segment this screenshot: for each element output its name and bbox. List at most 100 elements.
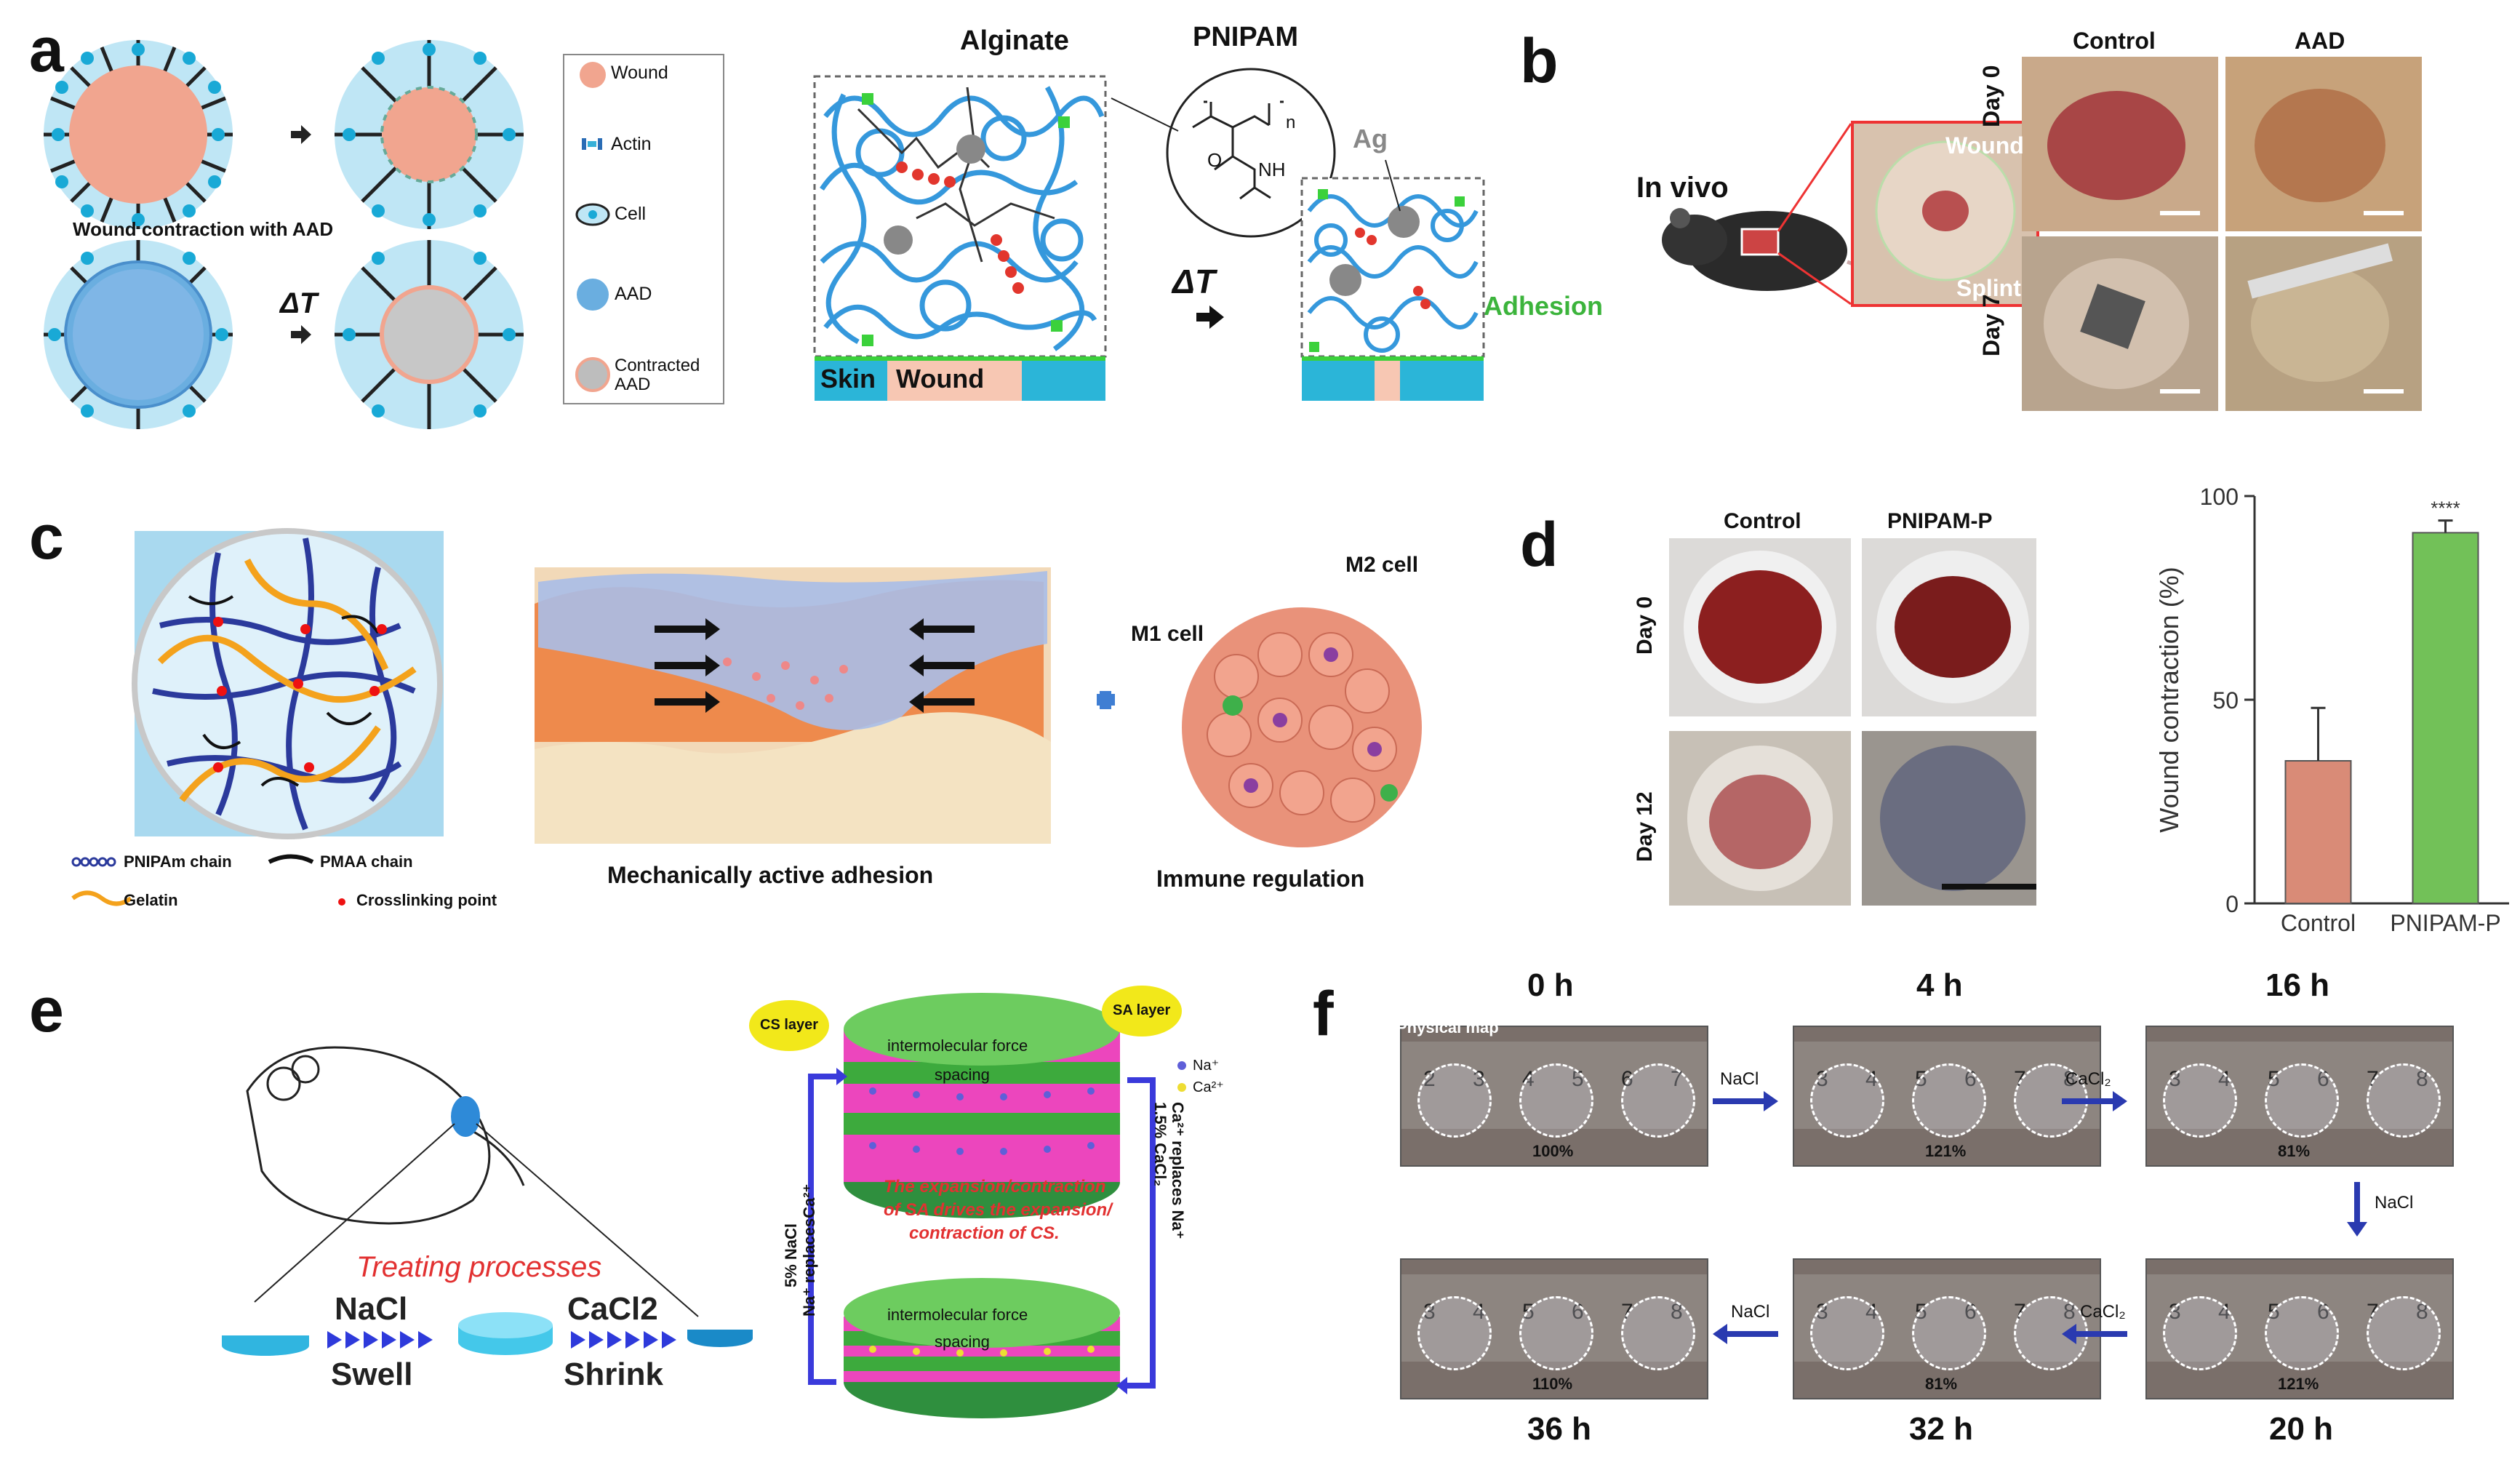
b-photo-control-day7 bbox=[2022, 236, 2218, 411]
arrow-right-icon bbox=[291, 325, 311, 344]
sample-disk bbox=[2163, 1063, 2237, 1138]
cylinder-contracted bbox=[844, 1278, 1120, 1418]
d-photo-control-day0 bbox=[1669, 538, 1851, 716]
area-percentage: 81% bbox=[2278, 1142, 2311, 1160]
significance-marker: **** bbox=[2431, 498, 2460, 519]
error-bar bbox=[2438, 519, 2453, 533]
e-cacl2: CaCl2 bbox=[567, 1291, 658, 1327]
wound-contraction-label: Wound contraction with AAD bbox=[73, 218, 334, 240]
sample-disk bbox=[1621, 1296, 1695, 1370]
sample-disk bbox=[1621, 1063, 1695, 1138]
disk-mid bbox=[458, 1312, 553, 1355]
error-bar bbox=[2311, 706, 2326, 761]
sample-disk bbox=[1417, 1063, 1492, 1138]
center-text-2: of SA drives the expansion/ bbox=[884, 1200, 1112, 1220]
chem-o: O bbox=[1207, 149, 1223, 171]
treating-processes: Treating processes bbox=[356, 1251, 602, 1283]
delta-t-label: ΔT bbox=[280, 287, 318, 319]
time-label: 0 h bbox=[1527, 967, 1574, 1003]
adhesion-label: Adhesion bbox=[1484, 291, 1604, 321]
sample-disk bbox=[2265, 1063, 2339, 1138]
f-arrows bbox=[1713, 1091, 2367, 1344]
b-aad-header: AAD bbox=[2295, 28, 2345, 54]
ca-ion-icon bbox=[1177, 1083, 1186, 1092]
d-photo-control-day12 bbox=[1669, 731, 1851, 906]
physical-map-label: Physical map bbox=[1396, 1018, 1499, 1036]
e-left-label: 5% NaCl bbox=[782, 1223, 800, 1287]
legend-actin: Actin bbox=[611, 134, 652, 154]
wound-label: Wound bbox=[896, 364, 985, 394]
m1-label: M1 cell bbox=[1131, 622, 1204, 646]
sample-disk bbox=[1912, 1063, 1986, 1138]
mouse-sketch-icon bbox=[246, 1046, 525, 1225]
panel-label-c: c bbox=[29, 503, 64, 572]
area-percentage: 121% bbox=[2278, 1375, 2319, 1393]
panel-e: Treating processes NaCl Swell CaCl2 Shri… bbox=[0, 975, 1273, 1462]
cycle-arrows bbox=[808, 1074, 1156, 1389]
y-tick-label: 100 bbox=[2200, 484, 2239, 510]
b-day7-label: Day 7 bbox=[1978, 294, 2004, 356]
d-day0-label: Day 0 bbox=[1633, 596, 1657, 655]
y-tick-label: 0 bbox=[2225, 891, 2239, 917]
cs-layer-label: CS layer bbox=[760, 1017, 819, 1033]
spacing-bottom: spacing bbox=[935, 1333, 990, 1351]
subscript-n: n bbox=[1286, 113, 1296, 132]
e-left-label-2: Na⁺ replacesCa²⁺ bbox=[800, 1183, 818, 1317]
wound-legend-icon bbox=[580, 62, 606, 88]
time-label: 16 h bbox=[2265, 967, 2330, 1003]
aad-circle-after bbox=[335, 240, 524, 429]
caption-adhesion: Mechanically active adhesion bbox=[607, 862, 934, 888]
d-photo-pnipam-day12 bbox=[1862, 731, 2036, 906]
intermolecular-bottom: intermolecular force bbox=[887, 1306, 1028, 1324]
chevron-arrows bbox=[327, 1331, 676, 1349]
f-arrow-cacl2-2: CaCl₂ bbox=[2080, 1302, 2126, 1322]
sa-layer-tag bbox=[1102, 986, 1182, 1036]
intermolecular-top: intermolecular force bbox=[887, 1036, 1028, 1055]
b-photo-control-day0 bbox=[2022, 57, 2218, 231]
center-text-3: contraction of CS. bbox=[909, 1223, 1060, 1243]
legend-wound: Wound bbox=[611, 63, 668, 83]
contracted-aad-legend-icon bbox=[575, 357, 610, 392]
wound-photo bbox=[1851, 121, 2039, 307]
in-vivo-label: In vivo bbox=[1636, 172, 1729, 204]
arrow-icon bbox=[655, 618, 975, 713]
time-label: 32 h bbox=[1909, 1411, 1974, 1447]
skin-label: Skin bbox=[820, 364, 876, 394]
center-text-1: The expansion/contraction bbox=[884, 1177, 1106, 1197]
legend-gelatin: Gelatin bbox=[124, 891, 178, 909]
b-control-header: Control bbox=[2073, 28, 2156, 54]
actin-legend-icon bbox=[582, 138, 602, 150]
e-right-label-2: Ca²⁺ replaces Na⁺ bbox=[1169, 1102, 1187, 1239]
b-photo-aad-day0 bbox=[2225, 57, 2422, 231]
pnipam-structure bbox=[1166, 68, 1336, 238]
c-legend bbox=[71, 854, 345, 906]
legend-box bbox=[563, 54, 724, 404]
x-tick-label: Control bbox=[2281, 910, 2356, 936]
sa-layer-label: SA layer bbox=[1113, 1002, 1171, 1018]
f-arrow-cacl2-1: CaCl₂ bbox=[2065, 1069, 2111, 1089]
f-arrow-nacl-1: NaCl bbox=[1720, 1069, 1759, 1089]
ca-legend: Ca²⁺ bbox=[1193, 1079, 1224, 1095]
contracted-network-diagram bbox=[1300, 177, 1485, 401]
f-arrow-nacl-3: NaCl bbox=[1731, 1302, 1770, 1322]
panel-label-d: d bbox=[1520, 510, 1559, 580]
e-right-label: 1.5% CaCl₂ bbox=[1151, 1102, 1169, 1187]
f-arrow-nacl-2: NaCl bbox=[2375, 1193, 2414, 1213]
caption-immune: Immune regulation bbox=[1156, 866, 1365, 892]
area-percentage: 110% bbox=[1532, 1375, 1573, 1393]
bar-pnipam-p bbox=[2412, 532, 2479, 905]
panel-a-graphics bbox=[44, 40, 1485, 429]
ag-label: Ag bbox=[1353, 124, 1388, 153]
arrow-right-icon bbox=[291, 125, 311, 144]
aad-circle-before bbox=[44, 240, 233, 429]
alginate-label: Alginate bbox=[960, 25, 1069, 56]
cylinder-expanded bbox=[844, 993, 1120, 1218]
skin-adhesion-illustration bbox=[535, 567, 1051, 844]
sample-disk bbox=[1810, 1296, 1884, 1370]
panel-b: In vivo Wound Splint Control AAD Day 0 D… bbox=[1636, 0, 2520, 451]
